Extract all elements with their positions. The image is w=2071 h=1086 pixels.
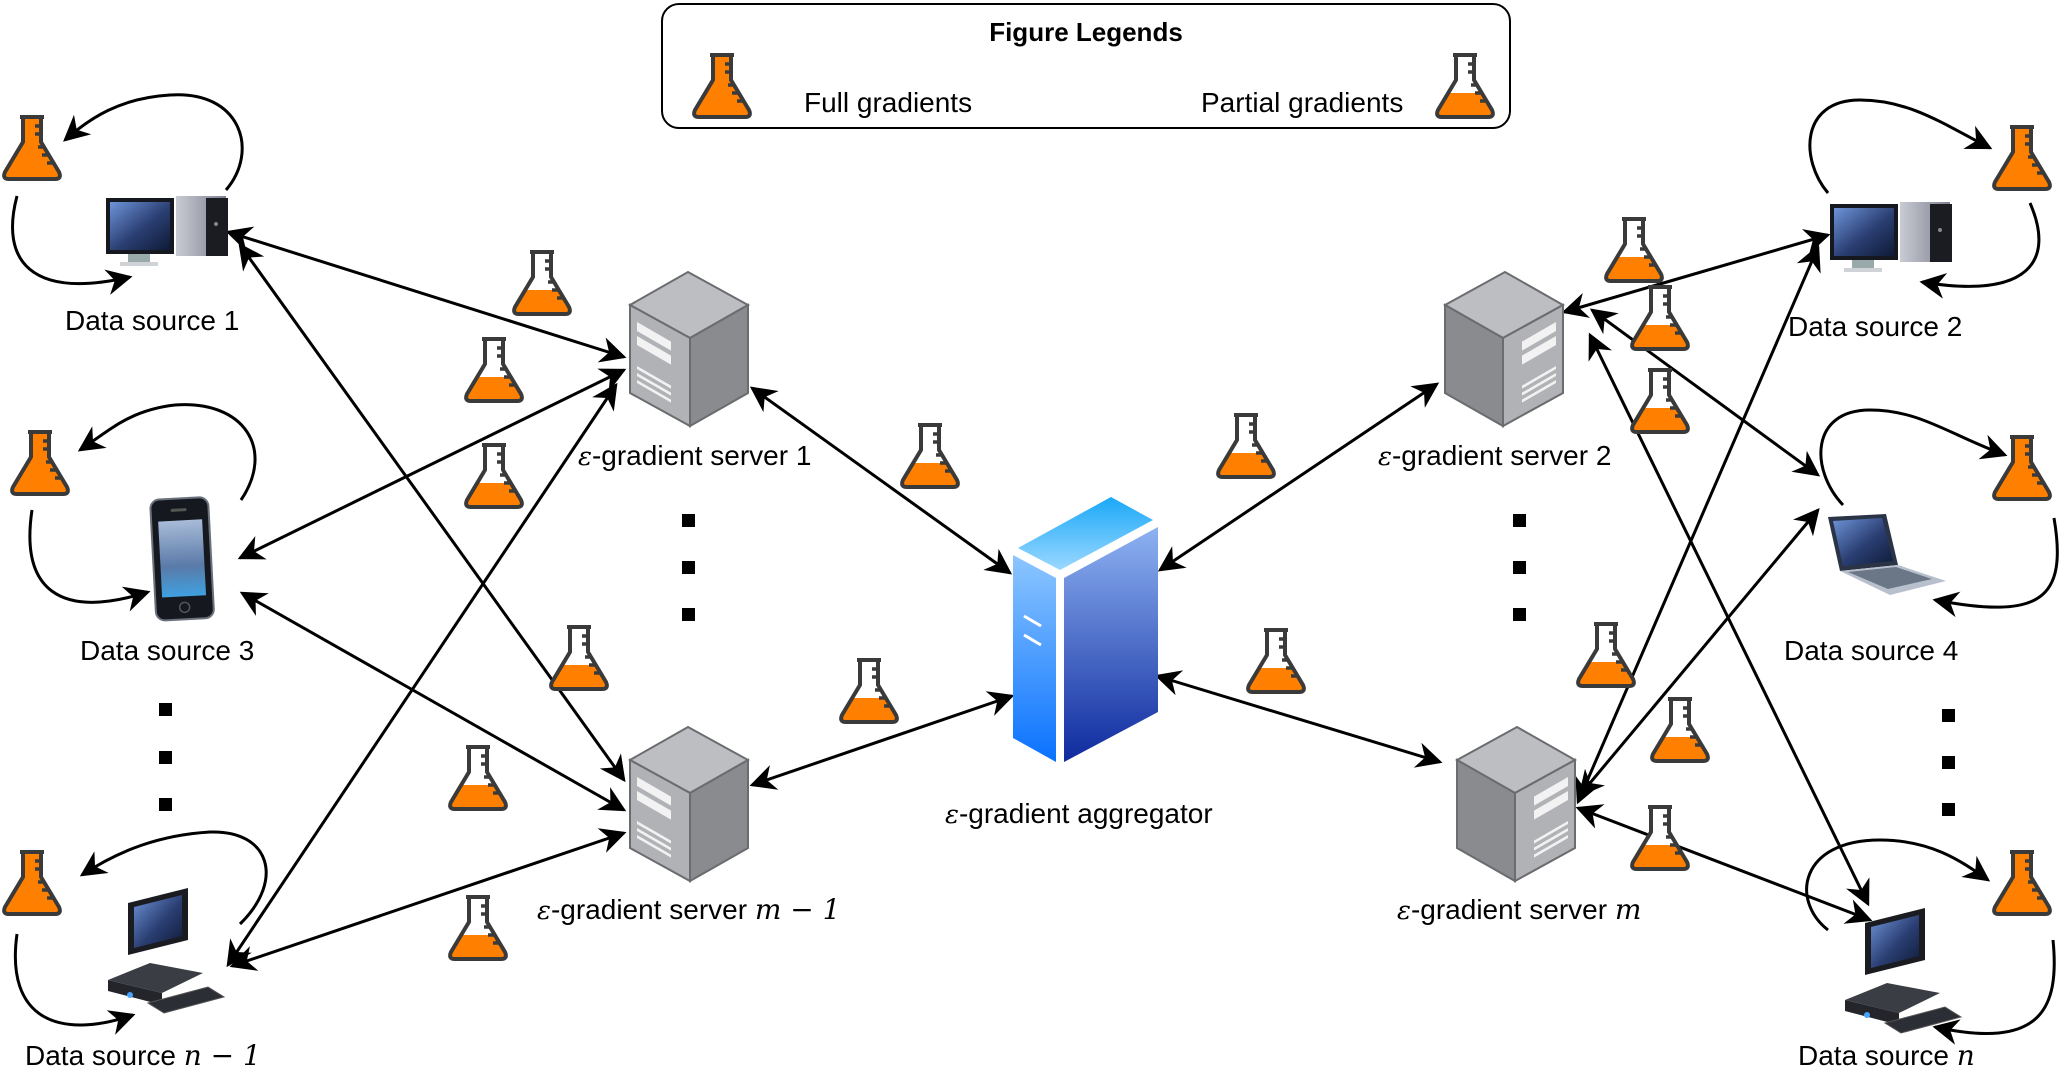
data-source-4-label: Data source 4	[1784, 635, 1959, 666]
flask-partial-icon	[464, 443, 524, 509]
server-icon-m-minus-1[interactable]	[629, 726, 749, 882]
data-source-n-label: Data source n	[1798, 1039, 1975, 1072]
flask-partial-icon	[1604, 217, 1664, 283]
server-icon-m[interactable]	[1456, 726, 1576, 882]
data-source-2-label: Data source 2	[1788, 311, 1963, 342]
flask-full-icon	[1992, 435, 2052, 501]
server-m-label: ε-gradient server m	[1397, 893, 1642, 926]
desktop-keyboard-icon[interactable]	[108, 888, 226, 1014]
flask-partial-icon	[1576, 622, 1636, 688]
legend-label-partial: Partial gradients	[1201, 87, 1404, 118]
desktop-tower-icon[interactable]	[106, 196, 228, 266]
flask-full-icon	[2, 115, 62, 181]
link-dsn-serverm	[1575, 804, 1873, 924]
local-loops	[11, 93, 2059, 1045]
link-server1-aggregator	[749, 386, 1013, 575]
laptop-icon[interactable]	[1828, 514, 1946, 595]
link-ds2-server2	[1561, 229, 1831, 318]
flask-partial-icon	[448, 895, 508, 961]
agg-links	[749, 382, 1443, 790]
left-links	[225, 226, 627, 971]
aggregator-label: ε-gradient aggregator	[945, 798, 1213, 830]
flask-partial-icon	[1216, 413, 1276, 479]
flasks	[2, 115, 2052, 961]
link-ds1-server1	[225, 226, 627, 363]
desktop-tower-icon[interactable]	[1830, 202, 1952, 272]
flask-partial-icon	[512, 250, 572, 316]
flask-partial-icon	[1630, 805, 1690, 871]
desktop-keyboard-icon[interactable]	[1845, 908, 1963, 1034]
flask-partial-icon	[549, 625, 609, 691]
flask-partial-icon	[1630, 285, 1690, 351]
link-server2-aggregator	[1157, 382, 1440, 572]
aggregator-icon[interactable]	[1013, 497, 1158, 762]
server-1-label: ε-gradient server 1	[578, 440, 812, 472]
legend-title: Figure Legends	[989, 17, 1183, 47]
data-source-1-label: Data source 1	[65, 305, 240, 336]
flask-partial-icon	[900, 423, 960, 489]
flask-full-icon	[1992, 125, 2052, 191]
flask-partial-icon	[1650, 697, 1710, 763]
flask-partial-icon	[464, 337, 524, 403]
link-serverm1-aggregator	[749, 691, 1015, 790]
link-serverm-aggregator	[1154, 670, 1443, 768]
server-icon-2[interactable]	[1444, 271, 1564, 427]
flask-partial-icon	[1246, 628, 1306, 694]
server-m-minus-1-label: ε-gradient server m − 1	[537, 893, 841, 926]
flask-partial-icon	[839, 658, 899, 724]
link-dsn-server2	[1588, 332, 1870, 907]
server-icon-1[interactable]	[629, 271, 749, 427]
legend-box: Figure Legends Full gradients Partial gr…	[661, 3, 1511, 129]
server-2-label: ε-gradient server 2	[1378, 440, 1612, 472]
data-source-n-minus-1-label: Data source n − 1	[25, 1039, 261, 1072]
flask-full-icon	[10, 430, 70, 496]
link-dsn1-serverm1	[229, 828, 627, 971]
flask-full-icon	[2, 850, 62, 916]
link-ds3-server1	[237, 368, 627, 560]
smartphone-icon[interactable]	[149, 496, 215, 622]
flask-partial-icon	[448, 745, 508, 811]
legend-label-full: Full gradients	[804, 87, 973, 118]
flask-partial-icon	[1630, 368, 1690, 434]
data-source-3-label: Data source 3	[80, 635, 255, 666]
link-ds4-server2	[1589, 308, 1821, 477]
flask-full-icon	[1992, 850, 2052, 916]
link-ds2-serverm	[1575, 244, 1821, 805]
